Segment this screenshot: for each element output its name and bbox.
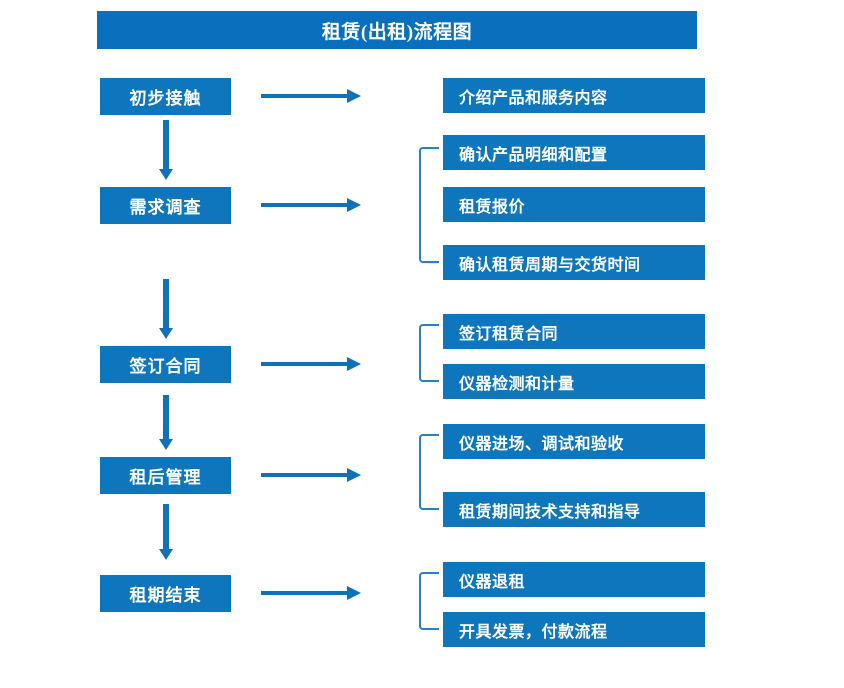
detail-box[interactable]: 仪器进场、调试和验收 <box>443 424 705 459</box>
right-arrow-icon <box>261 89 361 103</box>
group-bracket <box>419 324 439 382</box>
down-arrow-icon <box>159 395 173 450</box>
detail-box[interactable]: 确认租赁周期与交货时间 <box>443 245 705 280</box>
right-arrow-icon <box>261 357 361 371</box>
arrow-shaft <box>163 395 169 439</box>
stage-box[interactable]: 租期结束 <box>100 575 231 612</box>
right-arrow-icon <box>261 468 361 482</box>
page-title: 租赁(出租)流程图 <box>97 11 697 49</box>
group-bracket <box>419 572 439 630</box>
down-arrow-icon <box>159 504 173 560</box>
arrow-head <box>159 439 173 450</box>
stage-box[interactable]: 需求调查 <box>100 187 231 224</box>
detail-box[interactable]: 仪器检测和计量 <box>443 364 705 399</box>
detail-box[interactable]: 租赁期间技术支持和指导 <box>443 492 705 527</box>
group-bracket <box>419 147 439 263</box>
down-arrow-icon <box>159 279 173 339</box>
arrow-head <box>347 586 361 600</box>
arrow-shaft <box>261 203 349 207</box>
arrow-head <box>347 357 361 371</box>
detail-box[interactable]: 介绍产品和服务内容 <box>443 78 705 113</box>
stage-box[interactable]: 租后管理 <box>100 457 231 494</box>
right-arrow-icon <box>261 586 361 600</box>
arrow-shaft <box>261 473 349 477</box>
arrow-head <box>159 169 173 180</box>
arrow-shaft <box>163 504 169 549</box>
arrow-shaft <box>163 279 169 328</box>
arrow-head <box>347 468 361 482</box>
stage-box[interactable]: 签订合同 <box>100 346 231 383</box>
detail-box[interactable]: 签订租赁合同 <box>443 314 705 349</box>
group-bracket <box>419 434 439 510</box>
stage-box[interactable]: 初步接触 <box>100 78 231 115</box>
detail-box[interactable]: 仪器退租 <box>443 562 705 597</box>
arrow-shaft <box>261 94 349 98</box>
arrow-shaft <box>261 362 349 366</box>
arrow-shaft <box>261 591 349 595</box>
arrow-head <box>347 198 361 212</box>
down-arrow-icon <box>159 120 173 180</box>
detail-box[interactable]: 租赁报价 <box>443 187 705 222</box>
detail-box[interactable]: 开具发票，付款流程 <box>443 612 705 647</box>
arrow-head <box>159 549 173 560</box>
arrow-shaft <box>163 120 169 169</box>
right-arrow-icon <box>261 198 361 212</box>
detail-box[interactable]: 确认产品明细和配置 <box>443 135 705 170</box>
arrow-head <box>159 328 173 339</box>
arrow-head <box>347 89 361 103</box>
